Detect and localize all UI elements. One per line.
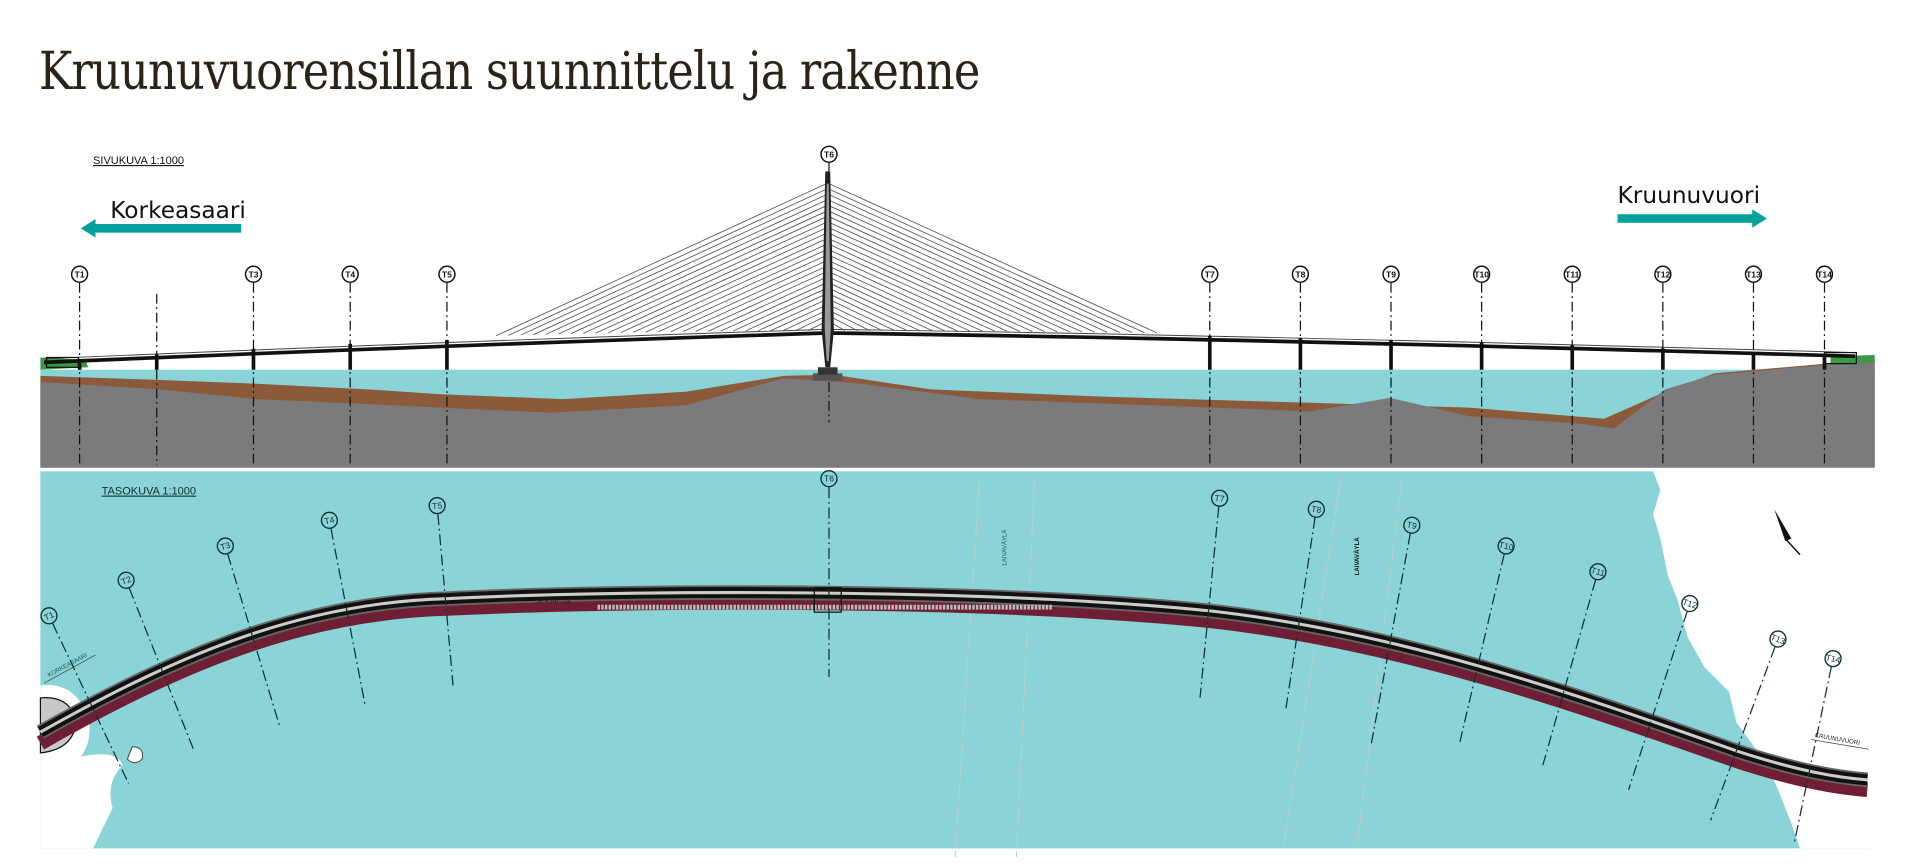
plan-axis-marker-t9: T9 <box>1370 516 1421 744</box>
plan-axis-marker-t12: T12 <box>1627 594 1699 790</box>
axis-marker-t10: T10 <box>1472 265 1491 466</box>
direction-left-label: Korkeasaari <box>110 197 246 224</box>
plan-axis-marker-t4: T4 <box>320 511 366 705</box>
axis-marker-label: T5 <box>442 269 452 279</box>
pier <box>1479 342 1484 370</box>
bridge-deck-plan <box>36 585 1868 797</box>
piers <box>77 336 1827 370</box>
axis-marker-label: T8 <box>1295 269 1305 279</box>
axis-marker-t7: T7 <box>1201 265 1219 466</box>
direction-right-label: Kruunuvuori <box>1618 182 1761 209</box>
plan-axis-marker-t14: T14 <box>1793 650 1842 845</box>
plan-axis-marker-label: T8 <box>1311 504 1323 515</box>
arrow-left-icon <box>80 219 242 238</box>
stay-cables <box>495 183 1158 337</box>
axis-marker-label: T11 <box>1565 269 1580 279</box>
plan-view: LAIVAVÄYLÄ LAIVAVÄYLÄ JK + PP -TIE KORKE… <box>36 470 1872 858</box>
north-arrow-icon <box>1774 509 1801 556</box>
fairway-label-1: LAIVAVÄYLÄ <box>1002 529 1009 566</box>
axis-marker-label: T13 <box>1746 269 1761 279</box>
axis-marker-label: T9 <box>1386 269 1396 279</box>
kruunuvuori-land <box>1653 471 1872 849</box>
axis-marker-label: T6 <box>824 149 834 159</box>
plan-axis-marker-label: T5 <box>432 500 443 511</box>
axis-marker-t8: T8 <box>1291 265 1310 466</box>
axis-marker-t13: T13 <box>1744 265 1763 466</box>
pylon <box>813 171 843 381</box>
plan-axis-marker-t8: T8 <box>1285 500 1325 711</box>
plan-axis-marker-t13: T13 <box>1710 630 1787 821</box>
plan-axis-marker-t3: T3 <box>216 537 280 725</box>
plan-axis-marker-label: T7 <box>1214 493 1225 504</box>
axis-marker-t5: T5 <box>438 265 456 466</box>
axis-marker-t12: T12 <box>1654 265 1672 466</box>
plan-axis-marker-label: T13 <box>1769 632 1787 647</box>
plan-axis-marker-label: T10 <box>1498 540 1515 553</box>
plan-axis-marker-label: T14 <box>1825 652 1842 665</box>
plan-axis-marker-label: T11 <box>1590 565 1607 579</box>
axis-marker-label: T7 <box>1205 269 1215 279</box>
axis-marker-t14: T14 <box>1815 265 1834 466</box>
axis-marker-label: T3 <box>248 269 258 279</box>
path-label: JK + PP -TIE <box>536 599 571 606</box>
bridge-deck <box>44 331 1856 365</box>
plan-axis-marker-t11: T11 <box>1542 563 1607 766</box>
plan-axis-marker-t10: T10 <box>1458 537 1515 744</box>
plan-water <box>40 471 1872 849</box>
plan-axis-marker-label: T6 <box>824 474 834 484</box>
axis-marker-label: T1 <box>75 269 85 279</box>
axis-marker-t6: T6 <box>820 145 838 423</box>
plan-axis-marker-label: T4 <box>324 514 336 526</box>
pier <box>1570 345 1575 370</box>
side-view-label: SIVUKUVA 1:1000 <box>93 155 184 167</box>
axis-marker-t4: T4 <box>341 265 359 466</box>
plan-axis-marker-label: T1 <box>42 609 56 622</box>
pier <box>348 343 353 370</box>
pier <box>1207 336 1212 370</box>
axis-marker-t1: T1 <box>70 265 89 466</box>
bedrock <box>40 359 1875 468</box>
plan-axis-marker-t6: T6 <box>820 470 838 678</box>
axis-marker-label: T12 <box>1655 269 1670 279</box>
fairway-label-2: LAIVAVÄYLÄ <box>1354 537 1361 576</box>
plan-view-label: TASOKUVA 1:1000 <box>102 486 196 498</box>
plan-axis-marker-t1: T1 <box>40 607 130 784</box>
plan-axis-marker-label: T12 <box>1681 597 1698 611</box>
page-title: Kruunuvuorensillan suunnittelu ja rakenn… <box>39 42 980 102</box>
pier <box>154 354 159 370</box>
axis-marker-label: T10 <box>1474 269 1489 279</box>
plan-axis-marker-label: T3 <box>219 540 232 553</box>
plan-axis-marker-t2: T2 <box>117 571 195 750</box>
side-view: SIVUKUVA 1:1000 Korkeasaari Kruunuvuori <box>40 145 1875 468</box>
plan-axis-marker-label: T2 <box>120 574 133 587</box>
arrow-right-icon <box>1617 209 1767 228</box>
axis-marker-t11: T11 <box>1563 265 1581 466</box>
fairway-lines <box>954 477 1403 858</box>
plan-axis-marker-t7: T7 <box>1199 489 1229 698</box>
plan-axis-marker-label: T9 <box>1406 519 1418 531</box>
axis-marker-t3: T3 <box>244 265 263 466</box>
axis-marker-label: T4 <box>345 269 355 279</box>
axis-marker-label: T14 <box>1817 269 1832 279</box>
plan-axis-marker-t5: T5 <box>428 496 454 686</box>
axis-marker-t9: T9 <box>1382 265 1400 466</box>
